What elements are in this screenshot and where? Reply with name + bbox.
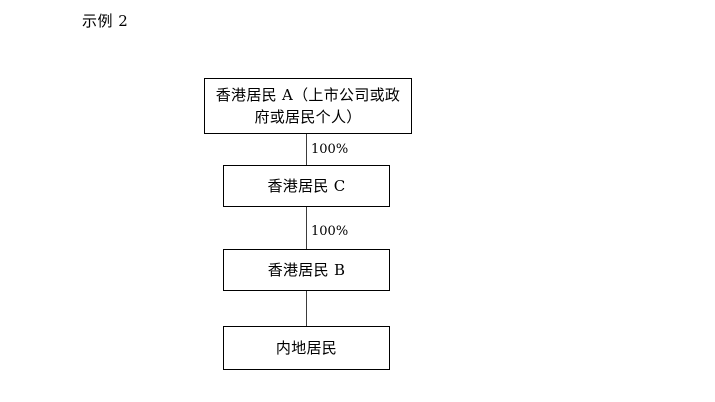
connector-resident-a-to-resident-c — [306, 134, 307, 165]
edge-label-ownership-percent-1: 100% — [311, 142, 349, 157]
connector-resident-b-to-mainland-resident — [306, 291, 307, 326]
diagram-node-resident-b: 香港居民 B — [223, 249, 390, 291]
page-title: 示例 2 — [82, 12, 129, 30]
diagram-node-resident-a: 香港居民 A（上市公司或政府或居民个人） — [204, 78, 412, 134]
diagram-node-label: 香港居民 A（上市公司或政府或居民个人） — [215, 86, 401, 126]
connector-resident-c-to-resident-b — [306, 207, 307, 249]
diagram-node-label: 内地居民 — [275, 339, 338, 357]
edge-label-ownership-percent-2: 100% — [311, 224, 349, 239]
diagram-node-label: 香港居民 B — [267, 261, 346, 279]
diagram-node-resident-c: 香港居民 C — [223, 165, 390, 207]
diagram-node-label: 香港居民 C — [267, 177, 346, 195]
diagram-node-mainland-resident: 内地居民 — [223, 326, 390, 370]
